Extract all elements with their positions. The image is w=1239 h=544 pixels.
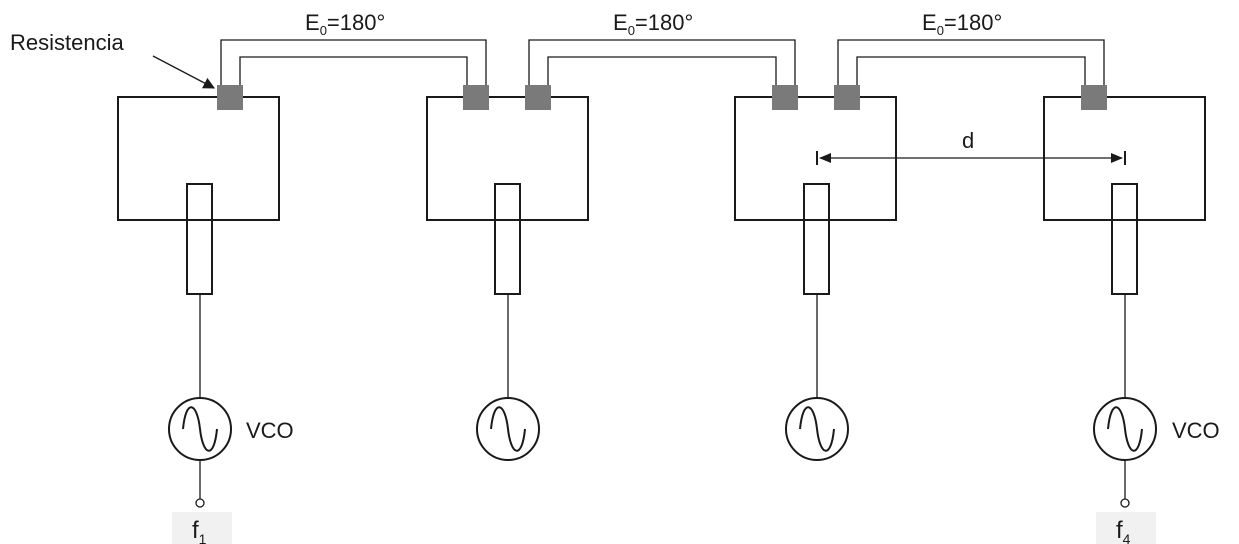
phase-label-3: E0=180° xyxy=(922,10,1002,38)
resistor-pad-3b xyxy=(834,85,860,110)
antenna-element-1: VCO f1 xyxy=(117,96,294,544)
coupling-line-2-3 xyxy=(528,39,796,87)
coupling-line-3-4 xyxy=(837,39,1105,87)
feed-stub-1 xyxy=(186,183,213,295)
terminal-label-bg-1 xyxy=(172,512,232,544)
terminal-label-1: f1 xyxy=(192,517,207,544)
phase-label-1: E0=180° xyxy=(305,10,385,38)
coupling-line-1-2 xyxy=(220,39,487,87)
terminal-label-bg-4 xyxy=(1096,512,1156,544)
phase-label-2: E0=180° xyxy=(613,10,693,38)
terminal-4 xyxy=(1120,498,1130,508)
patch-1 xyxy=(117,96,280,221)
sine-icon-2 xyxy=(490,406,526,452)
feed-stub-2 xyxy=(494,183,521,295)
resistor-pad-2a xyxy=(463,85,489,110)
feed-stub-3 xyxy=(803,183,830,295)
coupling-line-outer-1 xyxy=(220,39,487,87)
resistor-pad-2b xyxy=(525,85,551,110)
feed-stub-4 xyxy=(1111,183,1138,295)
coupling-line-inner-3 xyxy=(856,56,1086,87)
resistor-pad-1 xyxy=(217,85,243,110)
oscillator-3 xyxy=(785,397,849,461)
vco-label-4: VCO xyxy=(1172,418,1220,443)
resistor-pad-3a xyxy=(772,85,798,110)
resistor-pointer-arrow xyxy=(152,55,216,89)
sine-icon-4 xyxy=(1107,406,1143,452)
coupling-line-outer-2 xyxy=(528,39,796,87)
sine-icon-3 xyxy=(799,406,835,452)
resistor-pad-4 xyxy=(1081,85,1107,110)
coupling-line-outer-3 xyxy=(837,39,1105,87)
oscillator-2 xyxy=(476,397,540,461)
vco-label-1: VCO xyxy=(246,418,294,443)
distance-dimension: d xyxy=(816,128,1126,165)
distance-arrowhead-right xyxy=(1111,153,1123,163)
resistor-pads xyxy=(217,85,1107,110)
antenna-element-3 xyxy=(734,96,897,461)
resistor-label: Resistencia xyxy=(10,30,124,55)
distance-label: d xyxy=(962,128,974,153)
distance-arrowhead-left xyxy=(819,153,831,163)
antenna-element-2 xyxy=(426,96,589,461)
sine-icon-1 xyxy=(182,406,218,452)
coupling-line-inner-1 xyxy=(239,56,468,87)
terminal-label-4: f4 xyxy=(1116,517,1131,544)
terminal-1 xyxy=(195,498,205,508)
antenna-element-4: VCO f4 xyxy=(1043,96,1220,544)
coupling-line-inner-2 xyxy=(547,56,777,87)
patch-2 xyxy=(426,96,589,221)
